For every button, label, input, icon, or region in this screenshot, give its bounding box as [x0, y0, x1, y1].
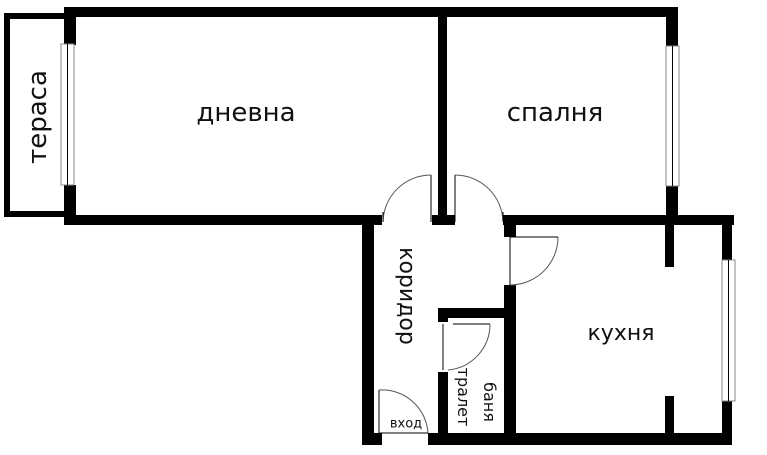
living-bedroom-wall: [431, 7, 456, 225]
bathroom-walls: [438, 308, 516, 445]
entrance-door[interactable]: [378, 389, 429, 445]
room-label-corridor: коридор: [394, 247, 419, 345]
room-label-toilet: тралет: [454, 367, 473, 427]
kitchen-window: [721, 259, 736, 402]
room-label-entrance: вход: [389, 416, 423, 432]
kitchen-walls: [504, 215, 734, 445]
bathroom-door[interactable]: [438, 322, 491, 372]
living-door[interactable]: [382, 174, 432, 225]
room-label-living: дневна: [196, 98, 296, 128]
living-room-walls: [64, 7, 442, 225]
room-label-bathroom: баня: [480, 382, 499, 422]
room-label-bedroom: спалня: [506, 98, 604, 128]
room-label-terrace: тераса: [23, 70, 53, 164]
room-label-kitchen: кухня: [587, 321, 655, 346]
kitchen-door[interactable]: [504, 236, 559, 286]
terrace-window: [60, 43, 75, 186]
bedroom-door[interactable]: [454, 174, 504, 225]
terrace-walls: [4, 13, 68, 217]
bedroom-window: [665, 45, 680, 187]
